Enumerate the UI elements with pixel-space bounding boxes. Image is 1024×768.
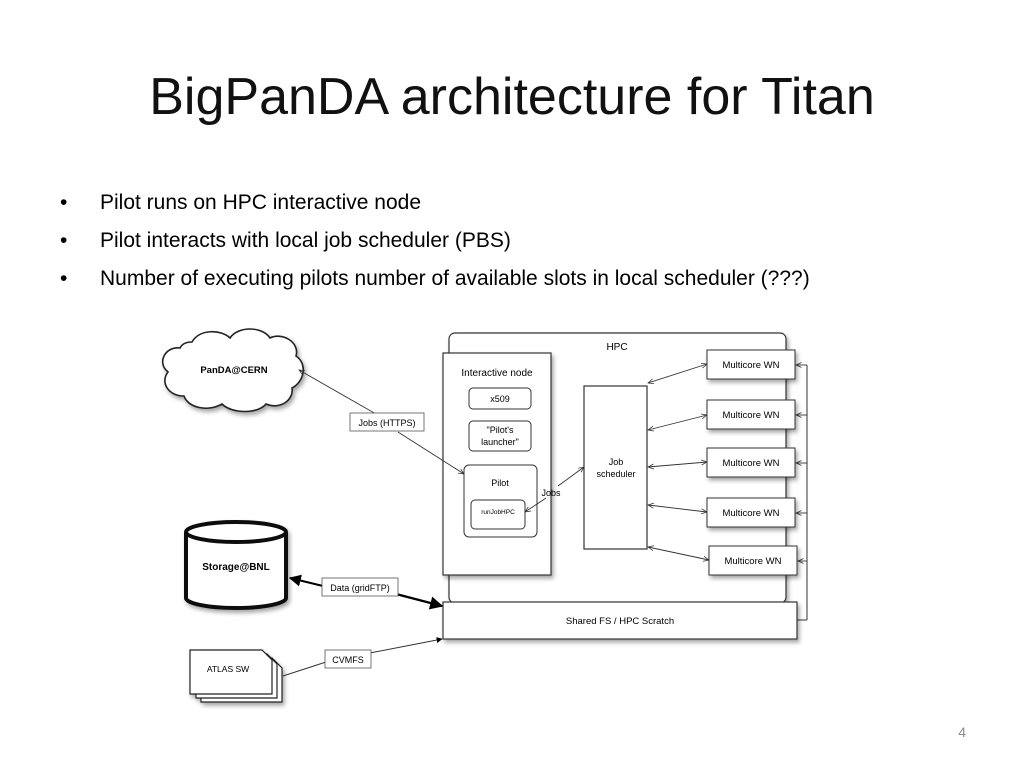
storage-bnl-label: Storage@BNL bbox=[202, 562, 270, 573]
storage-bnl-cylinder bbox=[184, 520, 288, 610]
data-gridftp-label-box bbox=[321, 577, 399, 597]
panda-cern-label: PanDA@CERN bbox=[200, 365, 267, 376]
panda-cern-cloud bbox=[162, 328, 304, 413]
scheduler-wn-arrow bbox=[648, 547, 709, 560]
job-scheduler-label-line2: scheduler bbox=[596, 469, 635, 479]
x509-label: x509 bbox=[490, 394, 510, 404]
worker-node-box bbox=[706, 349, 796, 380]
cvmfs-line-right bbox=[369, 637, 443, 654]
worker-node-label: Multicore WN bbox=[722, 410, 779, 421]
bullet-dot: • bbox=[60, 191, 68, 214]
worker-node-5: Multicore WN bbox=[708, 545, 798, 576]
shared-fs-label: Shared FS / HPC Scratch bbox=[566, 616, 674, 627]
worker-node-2: Multicore WN bbox=[706, 399, 796, 430]
worker-node-label: Multicore WN bbox=[722, 508, 779, 519]
hpc-label: HPC bbox=[606, 342, 627, 353]
pilots-launcher-box bbox=[468, 420, 532, 452]
worker-node-3: Multicore WN bbox=[706, 447, 796, 478]
panda-jobs-line-lower bbox=[397, 431, 464, 474]
cvmfs-line-left bbox=[282, 661, 327, 677]
bullet-list: • Pilot runs on HPC interactive node • Pil… bbox=[60, 184, 810, 298]
slide-number: 4 bbox=[958, 724, 966, 740]
bullet-text: Pilot interacts with local job scheduler… bbox=[100, 229, 511, 252]
scheduler-wn-arrow bbox=[648, 364, 707, 383]
atlas-sw-documents bbox=[189, 649, 283, 703]
data-gridftp-line-right bbox=[395, 592, 444, 610]
worker-node-label: Multicore WN bbox=[724, 556, 781, 567]
pilot-label: Pilot bbox=[491, 478, 509, 488]
bullet-text: Number of executing pilots number of ava… bbox=[100, 267, 810, 290]
jobs-https-label: Jobs (HTTPS) bbox=[358, 418, 415, 428]
cvmfs-label: CVMFS bbox=[332, 655, 364, 665]
pilots-launcher-label-line1: "Pilot's bbox=[487, 425, 514, 435]
scheduler-wn-arrow bbox=[648, 462, 707, 467]
cvmfs-label-box bbox=[324, 649, 372, 669]
cylinder-body bbox=[184, 532, 288, 610]
slide-title: BigPanDA architecture for Titan bbox=[149, 68, 875, 126]
data-gridftp-line-left bbox=[288, 574, 324, 587]
job-scheduler-box bbox=[583, 385, 648, 550]
panda-jobs-line-upper bbox=[299, 370, 377, 415]
worker-node-label: Multicore WN bbox=[722, 458, 779, 469]
interactive-node-box bbox=[442, 352, 552, 576]
runjobhpc-label: runJobHPC bbox=[481, 509, 515, 516]
bullet-dot: • bbox=[60, 229, 68, 252]
jobs-connector-lower bbox=[525, 497, 547, 512]
jobs-label: Jobs bbox=[541, 488, 561, 498]
worker-node-box bbox=[706, 497, 796, 528]
bullet-dot: • bbox=[60, 267, 68, 290]
cylinder-top bbox=[184, 520, 288, 544]
bullet-item: • Pilot interacts with local job schedule… bbox=[60, 222, 810, 260]
scheduler-wn-arrow bbox=[648, 415, 707, 430]
document-sheet bbox=[189, 649, 273, 695]
scheduler-wn-arrow bbox=[648, 505, 707, 512]
bullet-item: • Number of executing pilots number of av… bbox=[60, 260, 810, 298]
pilots-launcher-label-line2: launcher" bbox=[481, 437, 519, 447]
atlas-sw-label: ATLAS SW bbox=[207, 664, 249, 674]
worker-node-1: Multicore WN bbox=[706, 349, 796, 380]
bullet-item: • Pilot runs on HPC interactive node bbox=[60, 184, 810, 222]
worker-node-4: Multicore WN bbox=[706, 497, 796, 528]
data-gridftp-label: Data (gridFTP) bbox=[330, 583, 390, 593]
job-scheduler-label-line1: Job bbox=[609, 457, 624, 467]
runjobhpc-box bbox=[470, 499, 526, 530]
x509-box bbox=[468, 387, 532, 410]
bullet-text: Pilot runs on HPC interactive node bbox=[100, 191, 421, 214]
shared-fs-box bbox=[442, 601, 798, 640]
jobs-https-label-box bbox=[349, 412, 425, 432]
wn-shared-fs-bus bbox=[796, 365, 808, 621]
interactive-node-label: Interactive node bbox=[461, 368, 533, 379]
jobs-connector-upper bbox=[557, 467, 584, 487]
worker-node-label: Multicore WN bbox=[722, 360, 779, 371]
worker-node-box bbox=[708, 545, 798, 576]
